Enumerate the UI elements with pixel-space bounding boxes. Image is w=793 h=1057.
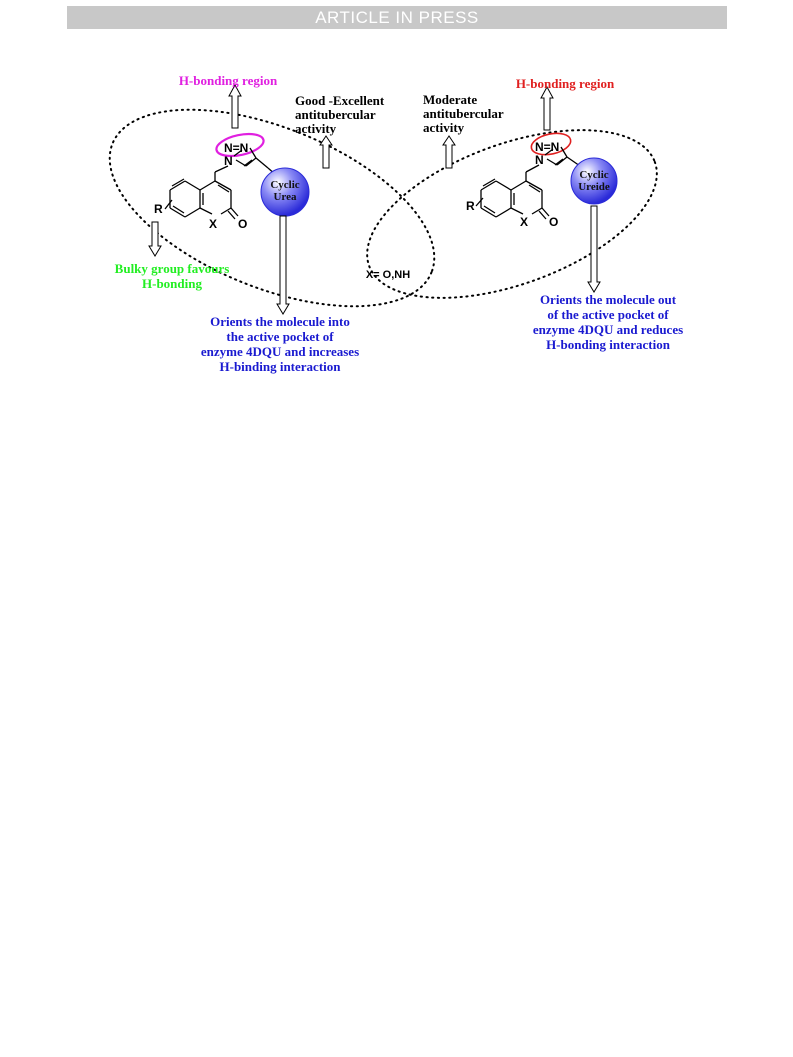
article-status-banner: ARTICLE IN PRESS [67, 6, 727, 29]
right-orient-line-1: Orients the molecule out [540, 292, 677, 307]
right-activity-line-2: antitubercular [423, 106, 504, 121]
left-hbond-region-label: H-bonding region [179, 73, 278, 88]
left-activity-arrow [319, 135, 333, 169]
left-orient-arrow [276, 215, 290, 315]
x-definition-label: X= O,NH [366, 269, 410, 281]
right-triazole-atoms: N=N [535, 140, 559, 154]
left-dotted-ellipse [108, 108, 436, 308]
right-orient-arrow [587, 205, 601, 293]
right-activity-arrow [442, 135, 456, 169]
left-x-atom: X [209, 217, 217, 231]
right-hbond-arrow [540, 85, 554, 131]
left-bulky-line-1: Bulky group favours [115, 261, 230, 276]
right-triazole-n1: N [535, 153, 544, 167]
banner-text: ARTICLE IN PRESS [315, 7, 479, 27]
left-bulky-note: Bulky group favours H-bonding [115, 261, 230, 291]
left-activity-line-3: activity [295, 121, 337, 136]
right-orientation-note: Orients the molecule out of the active p… [533, 292, 683, 352]
right-orient-line-3: enzyme 4DQU and reduces [533, 322, 683, 337]
right-activity-label: Moderate antitubercular activity [423, 92, 504, 135]
right-sphere-label-2: Ureide [578, 181, 610, 193]
right-x-atom: X [520, 215, 528, 229]
right-dotted-ellipse [366, 129, 658, 299]
left-sphere-label-2: Urea [273, 191, 297, 203]
right-carbonyl-o: O [549, 215, 558, 229]
right-activity-line-3: activity [423, 120, 465, 135]
left-triazole-atoms: N=N [224, 141, 248, 155]
left-orient-line-1: Orients the molecule into [210, 314, 350, 329]
left-activity-line-1: Good -Excellent [295, 93, 385, 108]
left-activity-label: Good -Excellent antitubercular activity [295, 93, 385, 136]
right-hbond-region-label: H-bonding region [516, 76, 615, 91]
right-r-group: R [466, 199, 475, 213]
left-orient-line-4: H-binding interaction [220, 359, 342, 374]
right-sphere-label-1: Cyclic [579, 169, 608, 181]
left-hbond-arrow [228, 83, 242, 129]
left-triazole-n1: N [224, 154, 233, 168]
left-r-group: R [154, 202, 163, 216]
left-orientation-note: Orients the molecule into the active poc… [201, 314, 359, 374]
left-carbonyl-o: O [238, 217, 247, 231]
right-orient-line-2: of the active pocket of [547, 307, 669, 322]
right-cyclic-ureide-sphere [570, 157, 618, 205]
right-activity-line-1: Moderate [423, 92, 477, 107]
left-bulky-arrow [148, 221, 162, 257]
left-sphere-label-1: Cyclic [270, 179, 299, 191]
left-activity-line-2: antitubercular [295, 107, 376, 122]
right-molecule: N=N N R X O Cyclic Ureide [466, 132, 618, 229]
left-bulky-line-2: H-bonding [142, 276, 202, 291]
left-molecule: N=N N R X O Cyclic Urea [154, 132, 310, 231]
left-orient-line-2: the active pocket of [226, 329, 334, 344]
left-orient-line-3: enzyme 4DQU and increases [201, 344, 359, 359]
left-triazole-highlight [215, 132, 265, 158]
right-triazole-highlight [530, 132, 572, 156]
right-orient-line-4: H-bonding interaction [546, 337, 671, 352]
